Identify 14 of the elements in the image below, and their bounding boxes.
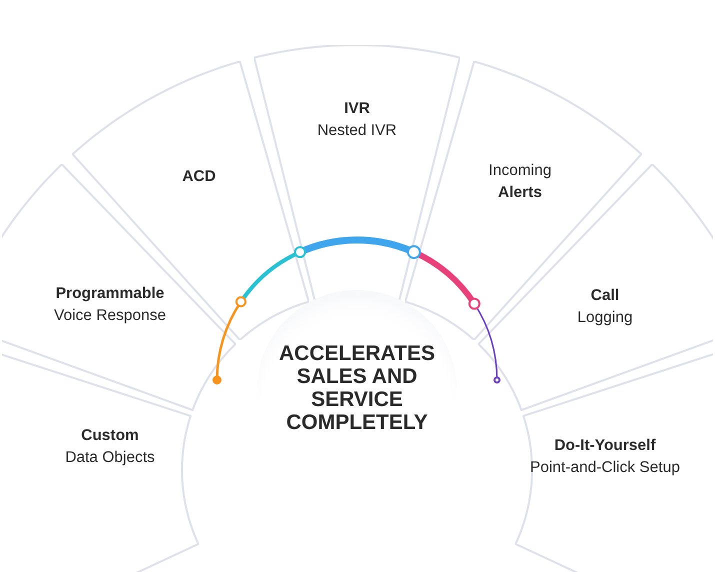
segment-heading: Programmable (54, 284, 166, 304)
segment-heading: IVR (343, 99, 371, 119)
segment-heading: ACD (181, 167, 217, 187)
segment-text: Data Objects (64, 448, 156, 468)
segment-heading: Alerts (497, 183, 543, 203)
segment-heading: Do-It-Yourself (553, 436, 657, 456)
segment-text: Incoming (488, 161, 552, 181)
segment-text: Point-and-Click Setup (529, 458, 681, 478)
segment-text: Logging (576, 308, 634, 328)
segment-text: Voice Response (52, 306, 168, 326)
center-heading: ACCELERATES SALES AND SERVICE COMPLETELY (278, 342, 436, 434)
segment-text: Nested IVR (316, 121, 398, 141)
segment-heading: Call (590, 286, 620, 306)
segment-heading: Custom (80, 426, 140, 446)
